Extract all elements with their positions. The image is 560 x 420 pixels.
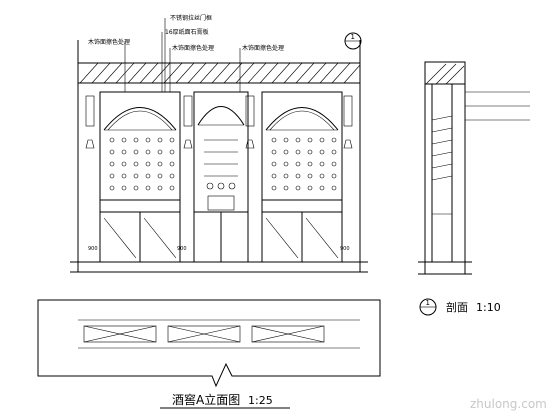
dimensions: 900 900 900: [88, 246, 350, 252]
left-wine-cabinet: [99, 91, 181, 263]
soffit-hatch: [77, 62, 361, 84]
section-scale-text: 1:10: [476, 301, 501, 314]
callout-number: 1: [351, 33, 355, 41]
right-wine-cabinet: [261, 91, 343, 263]
note-4: 木饰面擦色处理: [172, 44, 214, 52]
dim-left: 900: [88, 246, 98, 252]
annotation-group: 不锈钢拉丝门框 16厚纸面石膏板 木饰面擦色处理 木饰面擦色处理 木饰面擦色处理: [88, 14, 284, 52]
watermark: zhulong.com: [470, 397, 547, 411]
section-callout: 1: [344, 32, 362, 50]
section-view: [418, 61, 530, 275]
leader-lines: [124, 18, 241, 92]
elevation-view: 不锈钢拉丝门框 16厚纸面石膏板 木饰面擦色处理 木饰面擦色处理 木饰面擦色处理…: [70, 14, 368, 273]
section-title-number: 1: [426, 299, 430, 307]
note-3: 木饰面擦色处理: [88, 38, 130, 46]
plan-view: [37, 299, 381, 388]
note-2: 16厚纸面石膏板: [165, 28, 209, 36]
dim-mid: 900: [177, 246, 187, 252]
note-5: 木饰面擦色处理: [242, 44, 284, 52]
elevation-scale-text: 1:25: [248, 394, 273, 407]
note-1: 不锈钢拉丝门框: [170, 14, 212, 22]
section-title: 1 剖面 1:10: [419, 298, 501, 316]
section-title-text: 剖面: [446, 300, 468, 314]
center-wine-cabinet: [193, 91, 249, 263]
dim-right: 900: [340, 246, 350, 252]
elevation-title-text: 酒窖A立面图: [172, 392, 240, 407]
wall-sconces: [85, 95, 353, 149]
elevation-title: 酒窖A立面图 1:25: [160, 392, 290, 409]
